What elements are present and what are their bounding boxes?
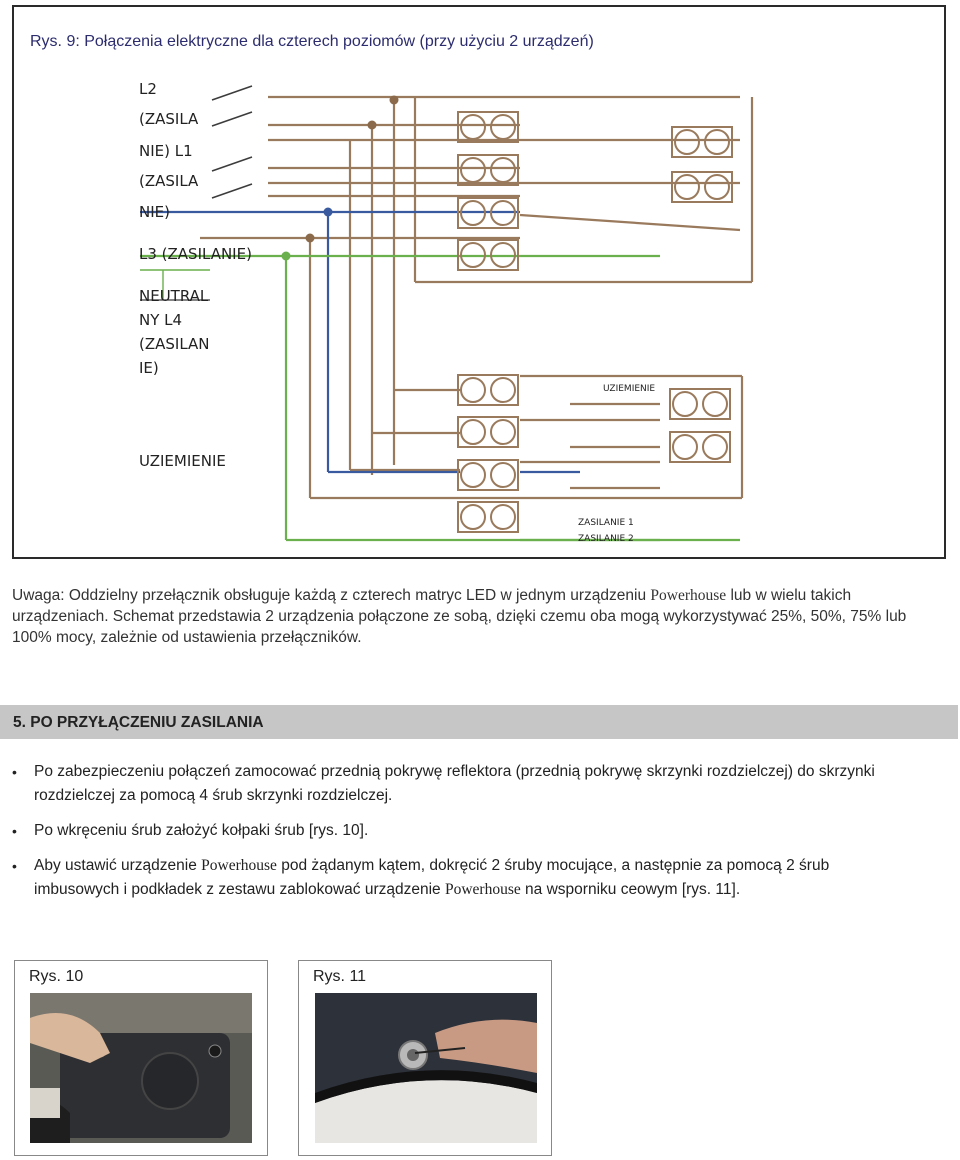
label-l4-zasilan: (ZASILAN — [139, 335, 210, 353]
label-uziemienie-small: UZIEMIENIE — [603, 384, 656, 394]
junction-dots — [281, 95, 399, 261]
diagram-frame — [12, 5, 946, 559]
bullet-text-a: Aby ustawić urządzenie — [34, 857, 202, 874]
brown-wires — [200, 95, 754, 500]
note-text-part2: lub w wielu takich urządzeniach. Schemat… — [12, 587, 907, 646]
section-header-bar — [0, 705, 958, 739]
figure-11-caption: Rys. 11 — [313, 968, 367, 985]
bullet-brand-2: Powerhouse — [444, 881, 521, 898]
figure-11-photo — [315, 993, 537, 1143]
figure-10-photo — [30, 993, 252, 1143]
label-ny-l4: NY L4 — [139, 311, 183, 329]
bullet-item-3: • Aby ustawić urządzenie Powerhouse pod … — [12, 854, 912, 904]
bullet-text: Po wkręceniu śrub założyć kołpaki śrub [… — [34, 822, 369, 839]
label-l4-ie: IE) — [139, 359, 159, 377]
bullet-dot: • — [12, 764, 17, 780]
bullet-item-1: • Po zabezpieczeniu połączeń zamocować p… — [12, 760, 912, 810]
section-title: 5. PO PRZYŁĄCZENIU ZASILANIA — [13, 714, 264, 731]
label-l3: L3 (ZASILANIE) — [139, 245, 252, 263]
label-zasilanie-1: ZASILANIE 1 — [578, 518, 634, 528]
wiring-diagram — [140, 85, 754, 542]
bullet-brand: Powerhouse — [201, 857, 277, 874]
bullet-dot: • — [12, 823, 17, 839]
note-brand: Powerhouse — [650, 587, 727, 604]
label-l1-nie: NIE) — [139, 203, 170, 221]
bullet-text-c: na wsporniku ceowym [rys. 11]. — [520, 881, 741, 898]
switches — [211, 85, 253, 199]
note-paragraph: Uwaga: Oddzielny przełącznik obsługuje k… — [12, 585, 942, 648]
note-text-part1: Uwaga: Oddzielny przełącznik obsługuje k… — [12, 587, 651, 604]
bullet-text-b: pod żądanym kątem, dokręcić 2 śruby mocu… — [34, 857, 830, 898]
bullet-text: Aby ustawić urządzenie Powerhouse pod żą… — [34, 854, 904, 902]
green-wires — [140, 254, 740, 542]
label-l2-nie-l1: NIE) L1 — [139, 142, 193, 160]
label-l1-zasila: (ZASILA — [139, 172, 199, 190]
bullet-item-2: • Po wkręceniu śrub założyć kołpaki śrub… — [12, 819, 912, 845]
figure-9-caption: Rys. 9: Połączenia elektryczne dla czter… — [30, 33, 594, 50]
label-l2-zasila: (ZASILA — [139, 110, 199, 128]
label-neutral: NEUTRAL — [139, 287, 209, 305]
figure-11-frame: Rys. 11 — [298, 960, 552, 1156]
figure-10-frame: Rys. 10 — [14, 960, 268, 1156]
figure-10-caption: Rys. 10 — [29, 968, 84, 985]
bullet-text: Po zabezpieczeniu połączeń zamocować prz… — [34, 763, 875, 804]
bullet-dot: • — [12, 858, 17, 874]
terminal-blocks — [457, 111, 733, 533]
label-zasilanie-2: ZASILANIE 2 — [578, 534, 634, 544]
label-uziemienie: UZIEMIENIE — [139, 452, 226, 470]
label-l2: L2 — [139, 80, 157, 98]
